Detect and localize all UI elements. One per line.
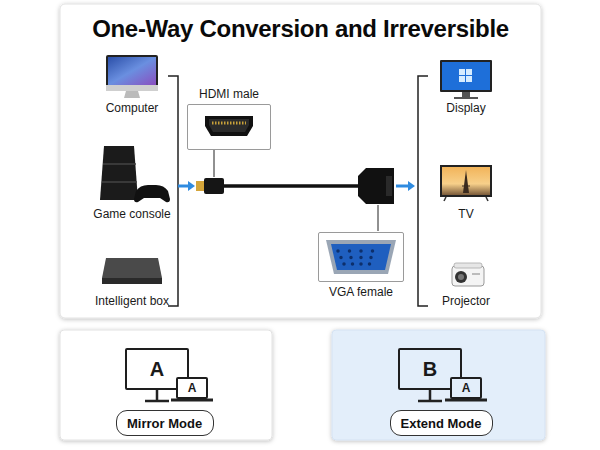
tv-icon-part [442, 167, 490, 195]
top-panel-part [60, 4, 541, 318]
bottom-panels-part [332, 330, 545, 440]
display-icon-part [459, 76, 465, 82]
output-bracket-part [408, 181, 415, 191]
node-text: Extend Mode [401, 416, 482, 431]
device-icon-label: Display [430, 56, 502, 115]
display-icon-part [466, 76, 472, 82]
device-icon-label: TV [430, 161, 502, 221]
computer-icon [106, 55, 158, 98]
connector-callout: VGA female [318, 232, 404, 282]
node-text: B [423, 358, 437, 380]
node-text: Projector [442, 294, 490, 308]
game-console-icon-part [134, 185, 170, 202]
connector-callout: HDMI male [187, 104, 271, 150]
computer-icon-part [108, 57, 156, 85]
hdmi-cable-part [196, 181, 204, 191]
display-icon-part [459, 69, 465, 75]
vga-port-drawing-part [344, 262, 378, 266]
mode-label: Mirror Mode [116, 410, 214, 436]
vga-adapter-part [358, 168, 394, 204]
tv-icon-part [440, 165, 492, 197]
mirror-monitor-stand-part [145, 390, 169, 401]
output-bracket-part [396, 185, 409, 188]
hdmi-port-drawing [188, 105, 270, 177]
bottom-panels-part [60, 330, 272, 440]
input-bracket-part [168, 76, 178, 306]
mode-label: Extend Mode [390, 410, 493, 436]
tv-icon-part [444, 197, 446, 201]
tv-icon-part [463, 170, 469, 193]
hdmi-port-drawing-part [188, 105, 270, 149]
vga-port-drawing [319, 205, 403, 281]
vga-adapter-part [386, 176, 392, 196]
extend-monitor-stand-part [418, 390, 442, 401]
display-icon [440, 60, 492, 99]
node-text: Game console [93, 207, 170, 221]
projector-icon-part [455, 271, 467, 283]
vga-port-drawing-part [378, 205, 379, 231]
node-text: A [150, 358, 164, 380]
bottom-panels [60, 330, 545, 440]
projector-icon-part [454, 263, 482, 268]
tv-icon-part [462, 186, 470, 187]
input-bracket-part [178, 185, 189, 188]
device-icon-label: Game console [88, 143, 176, 221]
display-icon-part [440, 60, 492, 92]
hdmi-cable-part [224, 184, 360, 188]
tv-icon-part [486, 197, 488, 201]
device-icon-label: Intelligent box [88, 254, 176, 308]
hdmi-port-drawing-part [205, 116, 253, 136]
diagram-title: One-Way Conversion and Irreversible [60, 15, 541, 43]
display-icon-part [466, 69, 472, 75]
input-bracket-part [188, 181, 195, 191]
vga-port-drawing-part [341, 256, 381, 260]
vga-port-drawing-part [338, 249, 384, 253]
node-text: Computer [106, 101, 159, 115]
vga-port-drawing-part [319, 233, 403, 281]
output-bracket-part [418, 76, 428, 306]
display-icon-part [454, 97, 478, 99]
game-console-icon-part [102, 181, 137, 183]
node-text: Mirror Mode [127, 416, 202, 431]
vga-port-drawing-part [331, 244, 391, 270]
node-text: VGA female [329, 285, 393, 299]
projector-icon-part [472, 273, 480, 275]
projector-icon-part [452, 266, 484, 286]
hdmi-cable [196, 178, 360, 194]
device-icon-label: Projector [430, 260, 502, 308]
projector-icon-part [458, 274, 464, 280]
hdmi-cable-part [204, 178, 224, 194]
computer-icon-part [106, 85, 158, 91]
node-text: A [462, 381, 471, 395]
node-text: TV [458, 207, 473, 221]
tv-icon [440, 165, 492, 201]
hdmi-port-drawing-part [214, 150, 215, 177]
projector-icon [452, 263, 484, 286]
intelligent-box-icon-part [102, 258, 162, 278]
node-text: A [188, 381, 197, 395]
node-text: Display [446, 101, 485, 115]
top-panel [60, 4, 541, 318]
vga-adapter [358, 168, 394, 204]
computer-icon-part [124, 91, 140, 98]
display-icon-part [442, 62, 490, 90]
intelligent-box-icon [102, 258, 162, 284]
computer-icon-part [106, 55, 158, 90]
vga-port-drawing-part [326, 240, 396, 274]
game-console-icon-part [100, 146, 138, 200]
laptop-screen: A [450, 377, 482, 399]
game-console-icon-part [103, 163, 136, 165]
hdmi-port-drawing-part [209, 119, 249, 132]
display-icon-part [462, 92, 470, 97]
intelligent-box-icon-part [102, 278, 162, 284]
node-text: HDMI male [199, 87, 259, 101]
game-console-icon [100, 146, 170, 202]
node-text: Intelligent box [95, 294, 169, 308]
device-icon-label: Computer [96, 52, 168, 115]
laptop-screen: A [176, 377, 208, 399]
hdmi-port-drawing-part [212, 122, 246, 125]
